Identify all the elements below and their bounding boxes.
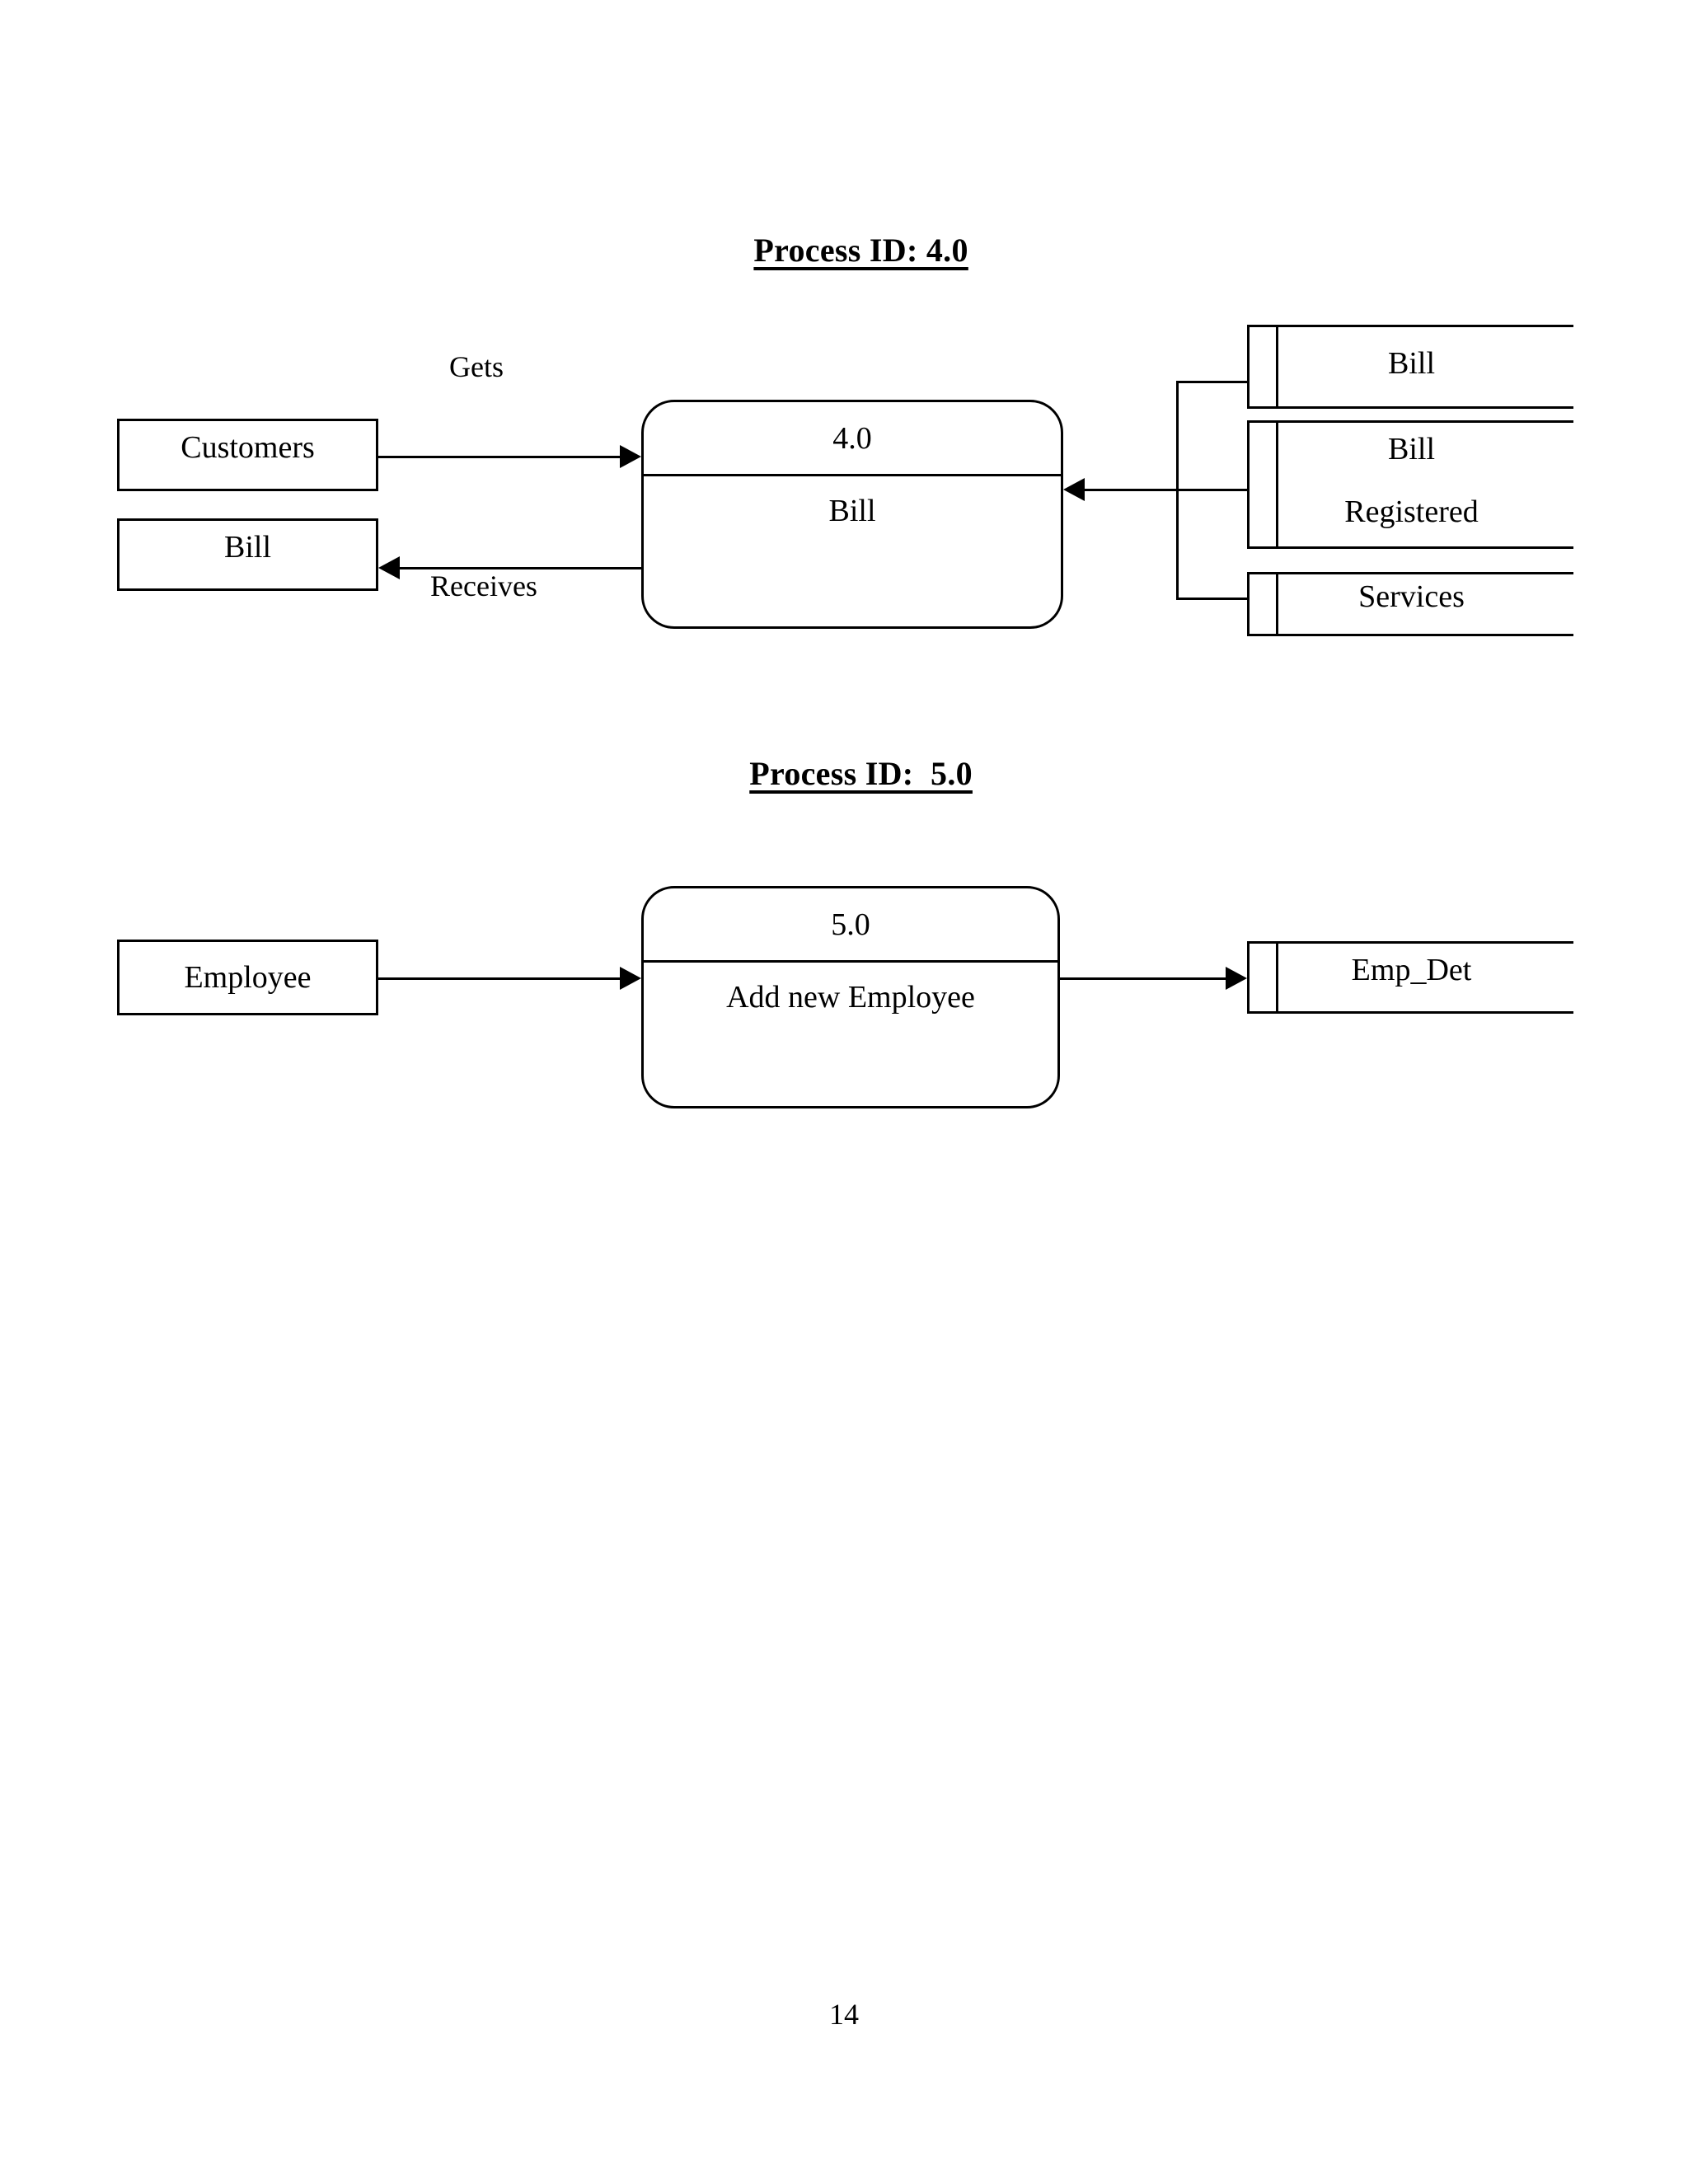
entity-bill[interactable]: Bill — [117, 518, 378, 591]
entity-customers[interactable]: Customers — [117, 419, 378, 491]
flow-arrowhead-stores-to-process-4 — [1063, 478, 1085, 501]
data-store-bill-label: Bill — [1387, 346, 1436, 381]
flow-arrowhead-process-5-to-emp-det — [1226, 967, 1247, 990]
flow-arrowhead-employee-to-process-5 — [620, 967, 641, 990]
flow-line-receives — [400, 567, 644, 569]
data-store-bill-registered-label-line2: Registered — [1344, 494, 1479, 529]
data-store-bill-registered[interactable]: Bill Registered — [1247, 420, 1573, 549]
flow-line-gets — [378, 456, 621, 458]
process-5-divider — [644, 960, 1057, 963]
flow-line-stores-to-process-4 — [1083, 489, 1179, 491]
flow-stub-store-bill — [1176, 381, 1250, 383]
process-4-divider — [644, 474, 1061, 476]
flow-line-process-5-to-emp-det — [1060, 977, 1243, 980]
data-store-services-label: Services — [1358, 579, 1465, 614]
data-store-bill-registered-label-line1: Bill — [1387, 432, 1436, 466]
process-box-5[interactable]: 5.0 Add new Employee — [641, 886, 1060, 1108]
page-number: 14 — [829, 1998, 859, 2031]
entity-employee-label: Employee — [184, 960, 312, 995]
process-5-id: 5.0 — [831, 907, 870, 942]
entity-employee[interactable]: Employee — [117, 940, 378, 1015]
data-store-emp-det-label: Emp_Det — [1351, 953, 1472, 987]
section-title-process-4-text: Process ID: 4.0 — [753, 232, 968, 269]
data-store-bill[interactable]: Bill — [1247, 325, 1573, 409]
process-box-4[interactable]: 4.0 Bill — [641, 400, 1063, 629]
data-store-services[interactable]: Services — [1247, 572, 1573, 636]
section-title-process-4: Process ID: 4.0 — [0, 192, 1688, 308]
section-title-process-5: Process ID: 5.0 — [0, 715, 1688, 832]
process-5-name: Add new Employee — [726, 980, 975, 1015]
data-store-services-id-separator — [1276, 574, 1278, 634]
entity-bill-label: Bill — [223, 530, 272, 565]
flow-arrowhead-gets — [620, 445, 641, 468]
entity-customers-label: Customers — [181, 430, 315, 465]
data-store-bill-id-separator — [1276, 327, 1278, 406]
flow-stub-store-services — [1176, 598, 1250, 600]
flow-line-employee-to-process-5 — [378, 977, 621, 980]
data-store-emp-det[interactable]: Emp_Det — [1247, 941, 1573, 1014]
data-store-emp-det-id-separator — [1276, 944, 1278, 1011]
flow-label-receives: Receives — [430, 569, 537, 602]
flow-arrowhead-receives — [378, 556, 400, 579]
process-4-id: 4.0 — [832, 421, 872, 456]
flow-stub-store-bill-registered — [1176, 489, 1250, 491]
process-4-name: Bill — [828, 494, 876, 528]
data-store-bill-registered-id-separator — [1276, 423, 1278, 546]
section-title-process-5-text: Process ID: 5.0 — [749, 755, 973, 792]
flow-label-gets: Gets — [449, 350, 504, 383]
